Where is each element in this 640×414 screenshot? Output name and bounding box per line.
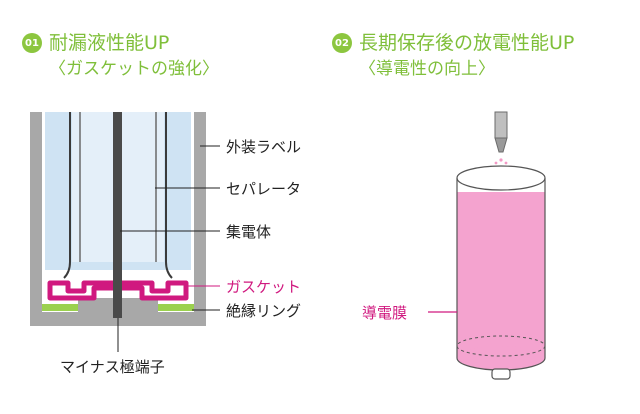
film-bottom-ellipse [457, 346, 545, 370]
insulating-ring-left [42, 304, 78, 311]
separator-right-line [165, 112, 173, 279]
label-gasket: ガスケット [226, 278, 302, 296]
panel-gasket: 01 耐漏液性能UP 〈ガスケットの強化〉 [22, 30, 302, 376]
label-separator: セパレータ [226, 180, 302, 198]
conductive-film-coating [457, 192, 545, 358]
current-collector [113, 112, 122, 318]
panel-conductive-film: 02 長期保存後の放電性能UP 〈導電性の向上〉 [330, 0, 640, 414]
gasket [47, 280, 189, 301]
panel-1-heading: 01 耐漏液性能UP 〈ガスケットの強化〉 [22, 30, 219, 82]
label-insulating-ring: 絶縁リング [226, 302, 302, 320]
step-number-badge: 01 [22, 33, 42, 53]
can-terminal [491, 368, 511, 380]
can-top-opening [456, 165, 546, 191]
panel-2-subtitle: 〈導電性の向上〉 [359, 59, 495, 79]
panel-2-heading: 02 長期保存後の放電性能UP 〈導電性の向上〉 [332, 30, 574, 82]
spray-nozzle [494, 111, 508, 153]
panel-2-title: 長期保存後の放電性能UP [359, 32, 575, 54]
can-coating-diagram [428, 111, 546, 380]
label-collector: 集電体 [226, 223, 272, 241]
separator-left-line [63, 112, 71, 279]
panel-1-subtitle: 〈ガスケットの強化〉 [49, 59, 219, 79]
label-negative-terminal: マイナス極端子 [60, 358, 165, 376]
insulating-ring-right [158, 304, 194, 311]
battery-cross-section-diagram [30, 112, 220, 352]
label-conductive-film: 導電膜 [362, 304, 408, 322]
panel-1-title: 耐漏液性能UP [49, 32, 170, 54]
step-number-badge: 02 [332, 33, 352, 53]
label-outer-label: 外装ラベル [226, 138, 302, 156]
